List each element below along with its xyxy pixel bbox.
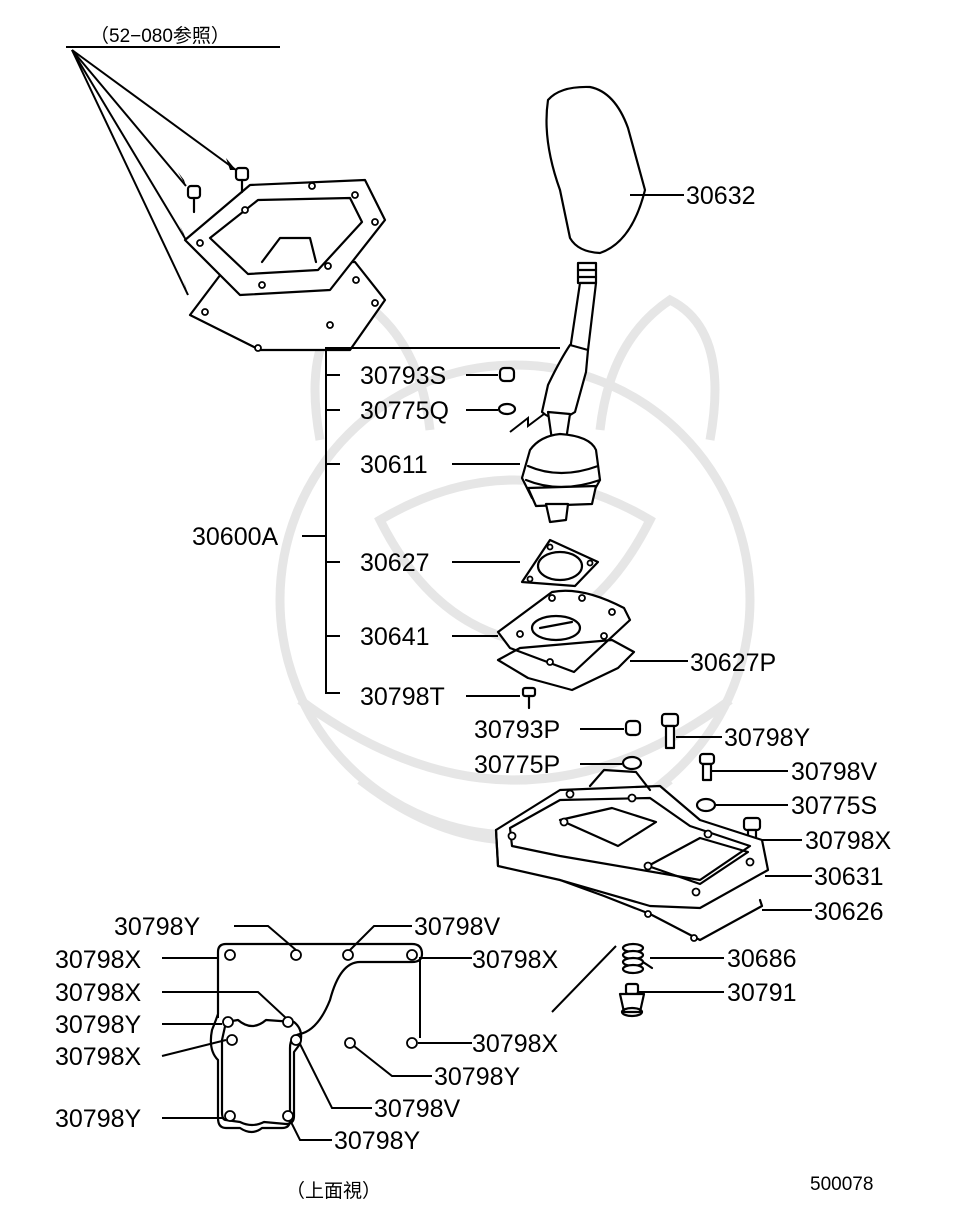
plug-label: 30791: [727, 979, 797, 1007]
washer-p-label: 30775P: [474, 751, 560, 779]
tv-label-y-left-1: 30798Y: [55, 1011, 142, 1039]
nut-s: [498, 366, 516, 383]
spring: [621, 942, 654, 975]
bezel-screw-2: [186, 184, 202, 214]
lever-plate: [496, 589, 632, 674]
bolt-v-top: [698, 752, 716, 782]
assembly-part-label: 30600A: [192, 523, 279, 551]
console-bezel: [183, 178, 387, 352]
housing-label: 30631: [814, 863, 884, 891]
washer-p: [621, 755, 643, 771]
shift-knob: [545, 85, 647, 255]
gasket-27-label: 30627: [360, 549, 430, 577]
tv-label-y-left-2: 30798Y: [55, 1105, 142, 1133]
shift-lever: [540, 261, 598, 442]
bolt-y-top: [660, 712, 680, 750]
gasket-27: [520, 538, 600, 588]
bolt-v-top-label: 30798V: [791, 758, 878, 786]
tv-label-x-right-1: 30798X: [472, 946, 559, 974]
bolt-t: [521, 686, 537, 710]
reference-note: （52−080参照）: [90, 25, 230, 47]
break-mark: [509, 413, 545, 433]
nut-p: [624, 719, 642, 737]
tv-label-x-left-3: 30798X: [55, 1043, 142, 1071]
assembly-bracket: [302, 347, 560, 694]
top-view-outline: [209, 942, 424, 1134]
gasket-27p: [496, 638, 636, 692]
tv-label-y-bottom: 30798Y: [334, 1127, 421, 1155]
tv-label-y-top: 30798Y: [114, 913, 201, 941]
nut-s-label: 30793S: [360, 362, 446, 390]
tv-label-y-right: 30798Y: [434, 1063, 521, 1091]
top-view-leaders: [161, 925, 472, 1141]
spring-diagonal-leader: [551, 945, 617, 1013]
bolt-t-label: 30798T: [360, 683, 445, 711]
gasket-27p-label: 30627P: [690, 649, 776, 677]
spring-label: 30686: [727, 945, 797, 973]
gasket-26-label: 30626: [814, 898, 884, 926]
shift-housing: [494, 768, 770, 910]
top-view-note: （上面視）: [286, 1180, 381, 1202]
bezel-screw-1: [234, 166, 250, 194]
tv-label-x-right-2: 30798X: [472, 1030, 559, 1058]
bolt-y-top-label: 30798Y: [724, 724, 811, 752]
nut-p-label: 30793P: [474, 716, 560, 744]
plate-label: 30641: [360, 623, 430, 651]
bolt-x-top-label: 30798X: [805, 827, 892, 855]
reference-arrows: [71, 49, 237, 296]
washer-q: [497, 402, 517, 416]
washer-s: [695, 797, 717, 813]
washer-s-label: 30775S: [791, 792, 877, 820]
tv-label-x-left-1: 30798X: [55, 946, 142, 974]
shift-boot: [520, 432, 602, 524]
plug: [618, 982, 646, 1018]
tv-label-x-left-2: 30798X: [55, 979, 142, 1007]
tv-label-v-top: 30798V: [414, 913, 501, 941]
tv-label-v-bottom: 30798V: [374, 1095, 461, 1123]
gasket-26: [558, 878, 764, 942]
diagram-number: 500078: [810, 1174, 873, 1195]
washer-q-label: 30775Q: [360, 397, 449, 425]
boot-label: 30611: [360, 451, 428, 479]
knob-part-label: 30632: [686, 182, 756, 210]
